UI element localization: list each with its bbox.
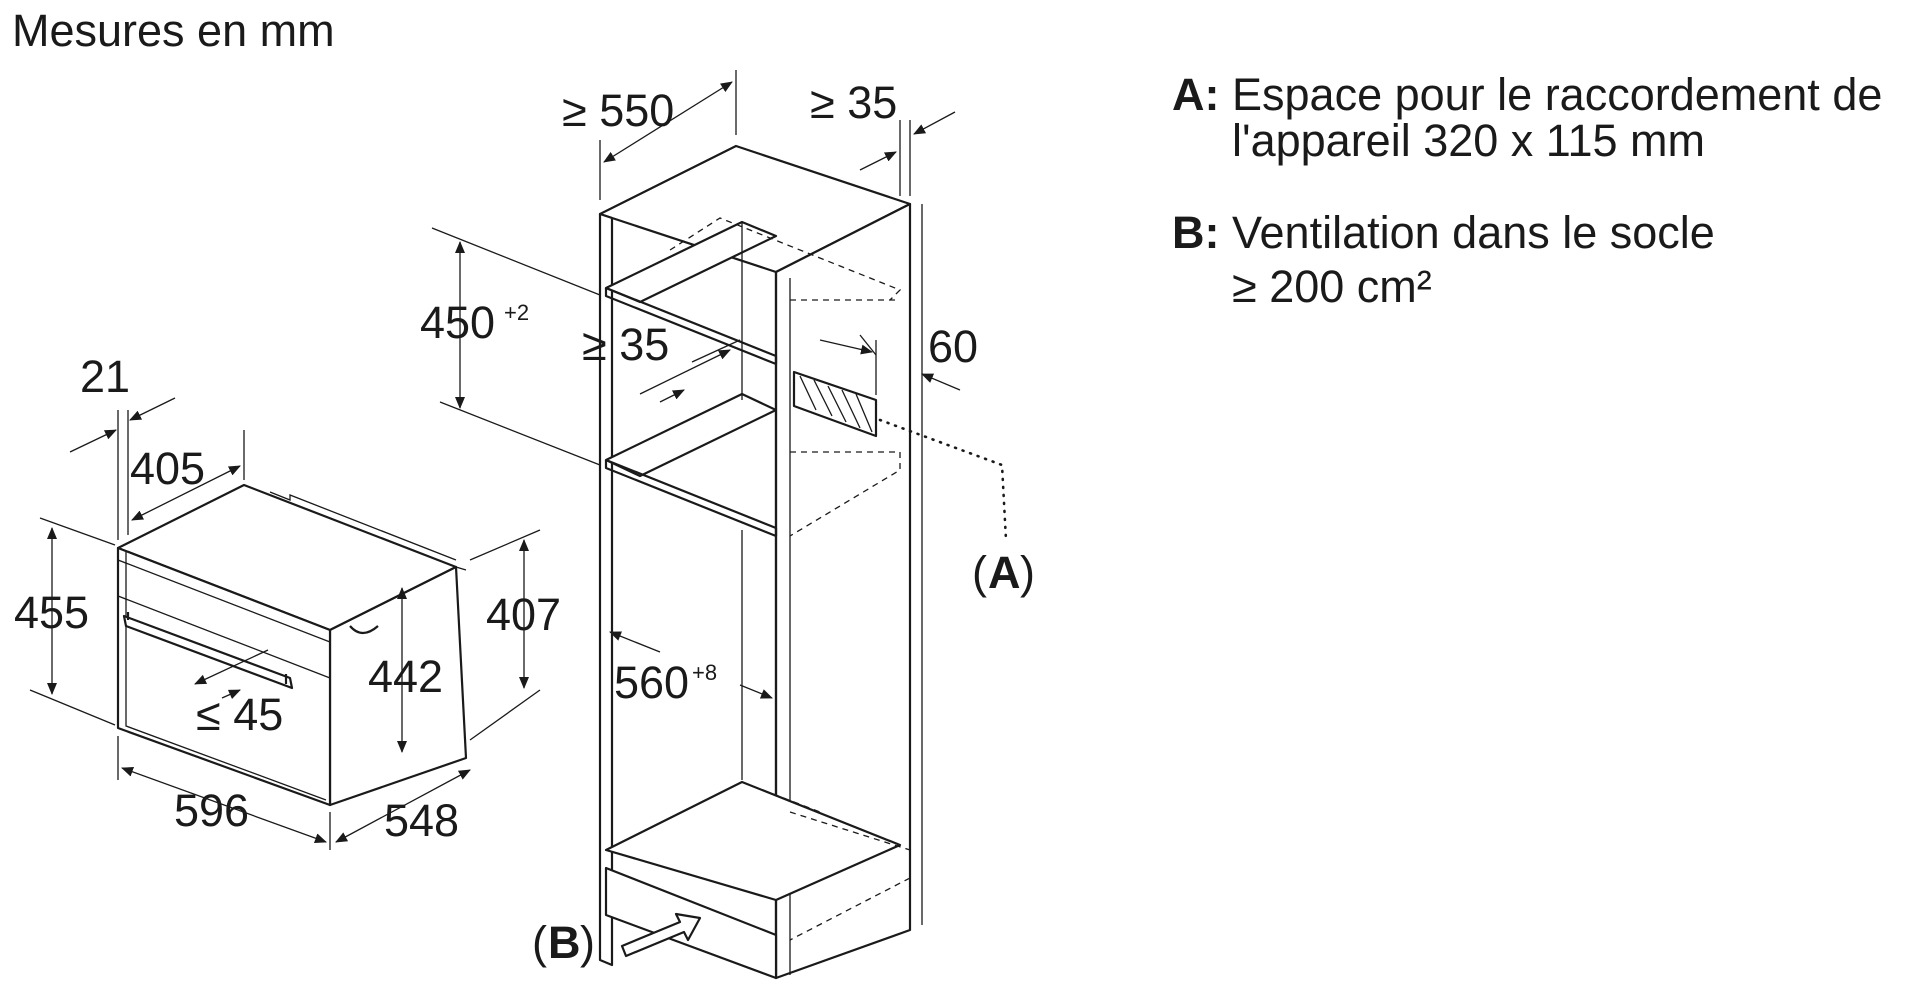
ventilation-arrow-b <box>620 912 702 958</box>
units-title: Mesures en mm <box>12 5 335 56</box>
cabinet-dimension-lines <box>431 70 1008 958</box>
dim-560: 560 <box>614 657 689 708</box>
dim-407: 407 <box>486 589 561 640</box>
svg-text:(: ( <box>532 917 547 968</box>
callout-b: ( B ) <box>532 917 595 968</box>
oven-side-recess <box>349 625 379 635</box>
cabinet-shelf-bottom <box>604 780 902 902</box>
callout-a-letter: A <box>988 547 1021 598</box>
svg-text:): ) <box>1020 547 1035 598</box>
dim-550: ≥ 550 <box>562 85 674 136</box>
oven-drawing <box>116 483 468 807</box>
dim-405: 405 <box>130 443 205 494</box>
dim-handle-45: ≤ 45 <box>196 689 283 740</box>
dim-548: 548 <box>384 795 459 846</box>
callout-b-letter: B <box>548 917 581 968</box>
legend-a-line1: Espace pour le raccordement de <box>1232 69 1882 120</box>
svg-text:): ) <box>580 917 595 968</box>
cabinet-left-edge <box>598 212 614 967</box>
oven-handle <box>122 614 294 690</box>
dim-35-top: ≥ 35 <box>810 77 897 128</box>
oven-dimension-lines <box>29 397 541 850</box>
dim-450-tolerance: +2 <box>504 300 529 325</box>
dim-21: 21 <box>80 351 130 402</box>
oven-control-strip <box>117 559 331 643</box>
oven-door-top <box>117 595 331 679</box>
legend-key-a: A: <box>1172 69 1219 120</box>
dim-35-mid: ≥ 35 <box>582 319 669 370</box>
dim-450: 450 <box>420 297 495 348</box>
svg-text:(: ( <box>972 547 987 598</box>
dim-455: 455 <box>14 587 89 638</box>
oven-front-face <box>116 546 332 807</box>
callout-a: ( A ) <box>972 547 1035 598</box>
dim-442: 442 <box>368 651 443 702</box>
legend-b-line1: Ventilation dans le socle <box>1232 207 1715 258</box>
legend: A: Espace pour le raccordement de l'appa… <box>1172 69 1882 312</box>
callout-a-leader <box>878 418 1008 542</box>
legend-b-line2: ≥ 200 cm² <box>1232 261 1432 312</box>
legend-item-b: B: Ventilation dans le socle ≥ 200 cm² <box>1172 207 1715 312</box>
legend-item-a: A: Espace pour le raccordement de l'appa… <box>1172 69 1882 166</box>
cabinet-shelf-oven <box>604 392 778 478</box>
legend-key-b: B: <box>1172 207 1219 258</box>
dim-560-tolerance: +8 <box>692 660 717 685</box>
dim-60: 60 <box>928 321 978 372</box>
cabinet-drawing <box>598 144 923 980</box>
dim-596: 596 <box>174 785 249 836</box>
legend-a-line2: l'appareil 320 x 115 mm <box>1232 115 1705 166</box>
